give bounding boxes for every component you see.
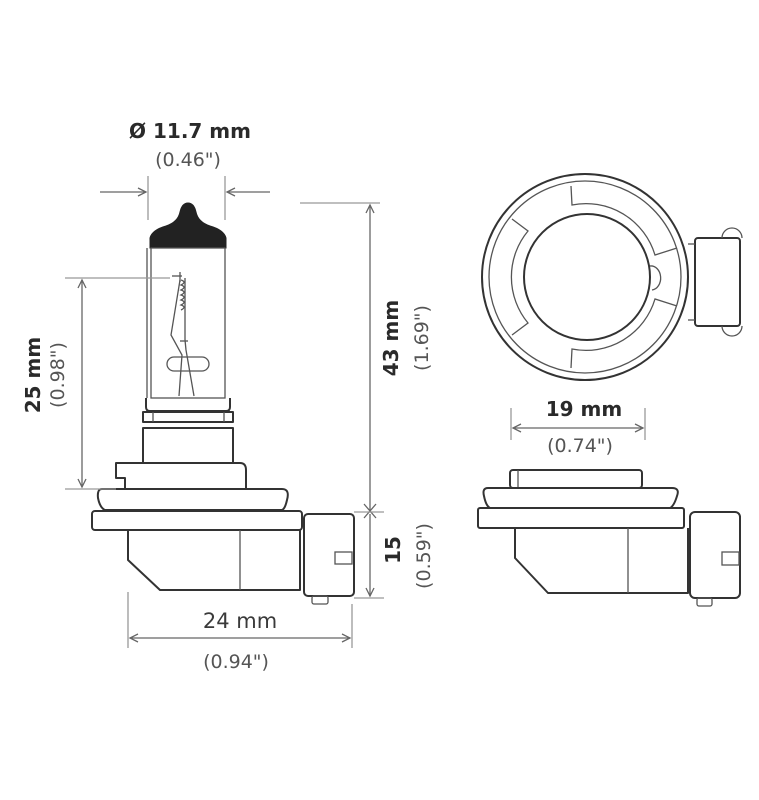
glass-tube [150,247,226,399]
front-base-view [477,469,741,607]
side-view-dimensions [65,176,384,648]
base-height-label: 15 [381,536,405,564]
flange-width-imperial-label: (0.74") [547,435,613,457]
light-center-imperial-label: (0.98") [47,342,69,408]
bulb-cap [149,202,227,249]
base-width-imperial-label: (0.94") [203,651,269,673]
diameter-imperial-label: (0.46") [155,149,221,171]
overall-height-label: 43 mm [379,300,403,376]
filament [166,272,210,397]
diameter-label: Ø 11.7 mm [129,119,251,143]
overall-height-imperial-label: (1.69") [411,305,433,371]
light-center-label: 25 mm [21,337,45,413]
flange-width-label: 19 mm [546,397,622,421]
base-height-imperial-label: (0.59") [413,523,435,589]
side-view-bulb [91,202,355,605]
top-view-bulb [481,173,743,381]
top-view-dimensions [510,408,646,440]
base-width-label: 24 mm [203,609,277,633]
